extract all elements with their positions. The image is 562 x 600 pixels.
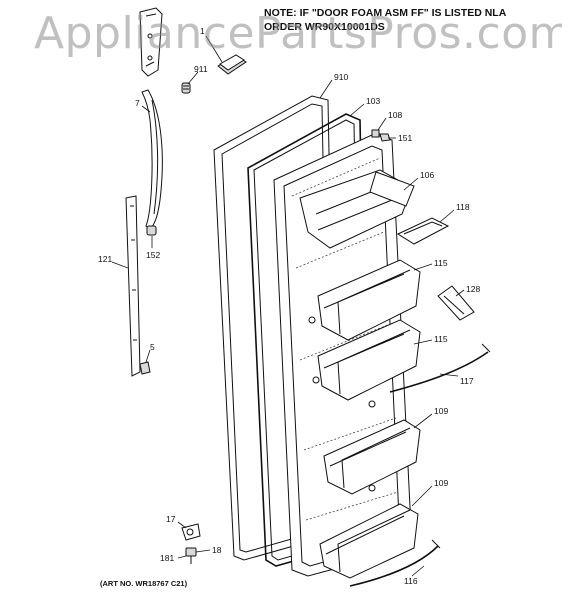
- door-bin-upper: [317, 259, 421, 341]
- callout-18: 18: [212, 545, 222, 555]
- hinge-pin: [185, 547, 197, 564]
- door-bin-lower-a: [323, 419, 421, 495]
- callout-103: 103: [366, 96, 380, 106]
- handle-mount-top: [139, 7, 163, 77]
- screw-152: [146, 225, 157, 236]
- callout-152: 152: [146, 250, 160, 260]
- callout-121: 121: [98, 254, 112, 264]
- callout-116: 116: [404, 576, 418, 586]
- art-number: (ART NO. WR18767 C21): [100, 579, 188, 588]
- bin-rail-117: [389, 343, 491, 393]
- bin-end-cap: [437, 285, 475, 321]
- screw-911: [181, 82, 191, 94]
- callout-115-upper: 115: [434, 258, 448, 268]
- callout-106: 106: [420, 170, 434, 180]
- callout-910: 910: [334, 72, 348, 82]
- screw-151: [379, 133, 391, 142]
- callout-5: 5: [150, 342, 155, 352]
- callout-115-middle: 115: [434, 334, 448, 344]
- callout-109-b: 109: [434, 478, 448, 488]
- dairy-compartment: [299, 169, 415, 249]
- callout-7: 7: [135, 98, 140, 108]
- bin-rail-116: [349, 539, 441, 587]
- clip-5: [139, 361, 151, 375]
- door-bin-lower-b: [319, 503, 419, 579]
- door-bin-middle: [317, 319, 421, 401]
- handle-strip: [125, 195, 141, 377]
- nla-note: NOTE: IF "DOOR FOAM ASM FF" IS LISTED NL…: [264, 6, 560, 34]
- callout-labels: 1 911 7 910 103 108 151 106 118 121 152 …: [98, 26, 480, 586]
- hinge-bracket: [181, 523, 201, 541]
- callout-109-a: 109: [434, 406, 448, 416]
- callout-117: 117: [460, 376, 474, 386]
- callout-128: 128: [466, 284, 480, 294]
- trim-cap: [217, 54, 247, 75]
- callout-911: 911: [194, 64, 208, 74]
- note-line-1: NOTE: IF "DOOR FOAM ASM FF" IS LISTED NL…: [264, 7, 507, 19]
- callout-108: 108: [388, 110, 402, 120]
- leader-lines: [111, 35, 465, 577]
- note-line-2: ORDER WR90X10001DS: [264, 21, 385, 33]
- callout-1: 1: [200, 26, 205, 36]
- door-handle: [141, 89, 163, 231]
- callout-17: 17: [166, 514, 176, 524]
- callout-151: 151: [398, 133, 412, 143]
- callout-181: 181: [160, 553, 174, 563]
- callout-118: 118: [456, 202, 470, 212]
- screw-108: [371, 129, 380, 138]
- dairy-door: [396, 217, 450, 245]
